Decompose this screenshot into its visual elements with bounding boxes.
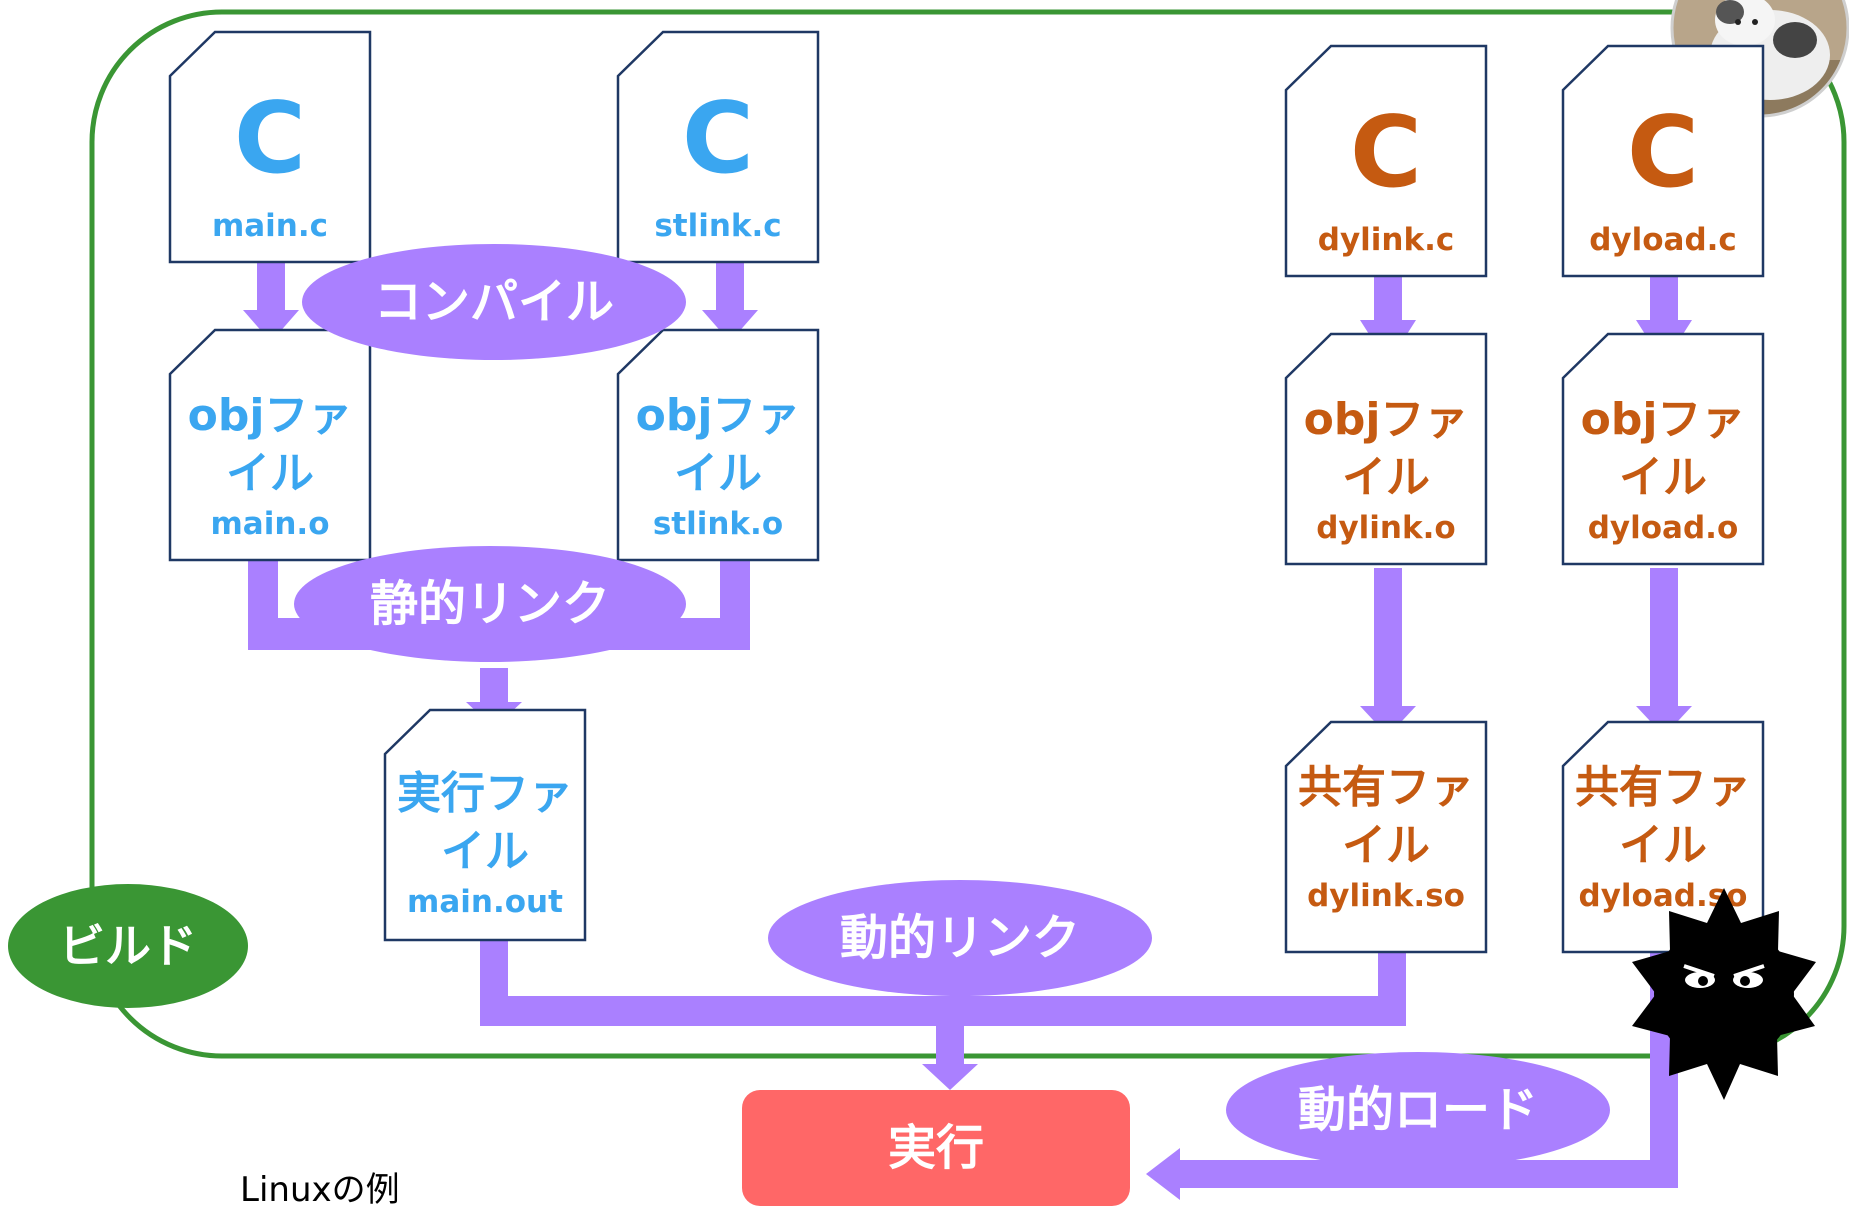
build-region [89,9,1847,1059]
run-label: 実行 [888,1120,984,1176]
file-line2: イル [674,448,762,499]
dynamic-load-label: 動的ロード [1298,1082,1538,1138]
file-main-out: 実行ファ イル main.out [383,708,587,942]
file-line2: イル [1619,452,1707,503]
ellipse-dynamic-link: 動的リンク [768,880,1152,996]
file-dyload-so: 共有ファ イル dyload.so [1561,720,1765,954]
file-name: dyload.c [1589,222,1737,258]
caption-linux-example: Linuxの例 [240,1170,400,1210]
file-name: dyload.o [1588,510,1739,546]
compile-label: コンパイル [374,274,614,330]
file-name: dylink.so [1307,878,1465,914]
file-name: dylink.o [1316,510,1455,546]
build-label: ビルド [59,919,197,973]
file-name: main.o [211,506,330,542]
dynamic-link-label: 動的リンク [840,910,1080,966]
file-line2: イル [1619,820,1707,871]
file-name: main.out [407,884,563,920]
file-line1: objファ [636,390,801,441]
file-name: dylink.c [1318,222,1455,258]
file-line1: 共有ファ [1298,762,1474,813]
file-line1: 共有ファ [1575,762,1751,813]
file-dylink-so: 共有ファ イル dylink.so [1284,720,1488,954]
file-line2: イル [226,448,314,499]
file-dyload-c: C dyload.c [1561,44,1765,278]
static-link-label: 静的リンク [370,576,610,632]
file-letter: C [1350,96,1422,210]
run-box: 実行 [742,1090,1130,1206]
file-line1: 実行ファ [397,768,573,819]
file-line2: イル [1342,820,1430,871]
file-line2: イル [441,826,529,877]
file-line1: objファ [188,390,353,441]
file-dylink-c: C dylink.c [1284,44,1488,278]
file-name: stlink.o [653,506,783,542]
file-main-o: objファ イル main.o [168,328,372,562]
ellipse-dynamic-load: 動的ロード [1226,1052,1610,1168]
file-letter: C [234,82,306,196]
ellipse-static-link: 静的リンク [294,546,686,662]
file-letter: C [1627,96,1699,210]
file-stlink-o: objファ イル stlink.o [616,328,820,562]
file-line1: objファ [1581,394,1746,445]
file-line1: objファ [1304,394,1469,445]
ellipse-build: ビルド [8,884,248,1008]
virus-icon [1632,888,1816,1100]
file-name: main.c [212,208,328,244]
ellipse-compile: コンパイル [302,244,686,360]
file-stlink-c: C stlink.c [616,30,820,264]
file-name: stlink.c [654,208,781,244]
file-letter: C [682,82,754,196]
file-dylink-o: objファ イル dylink.o [1284,332,1488,566]
file-line2: イル [1342,452,1430,503]
file-main-c: C main.c [168,30,372,264]
file-dyload-o: objファ イル dyload.o [1561,332,1765,566]
